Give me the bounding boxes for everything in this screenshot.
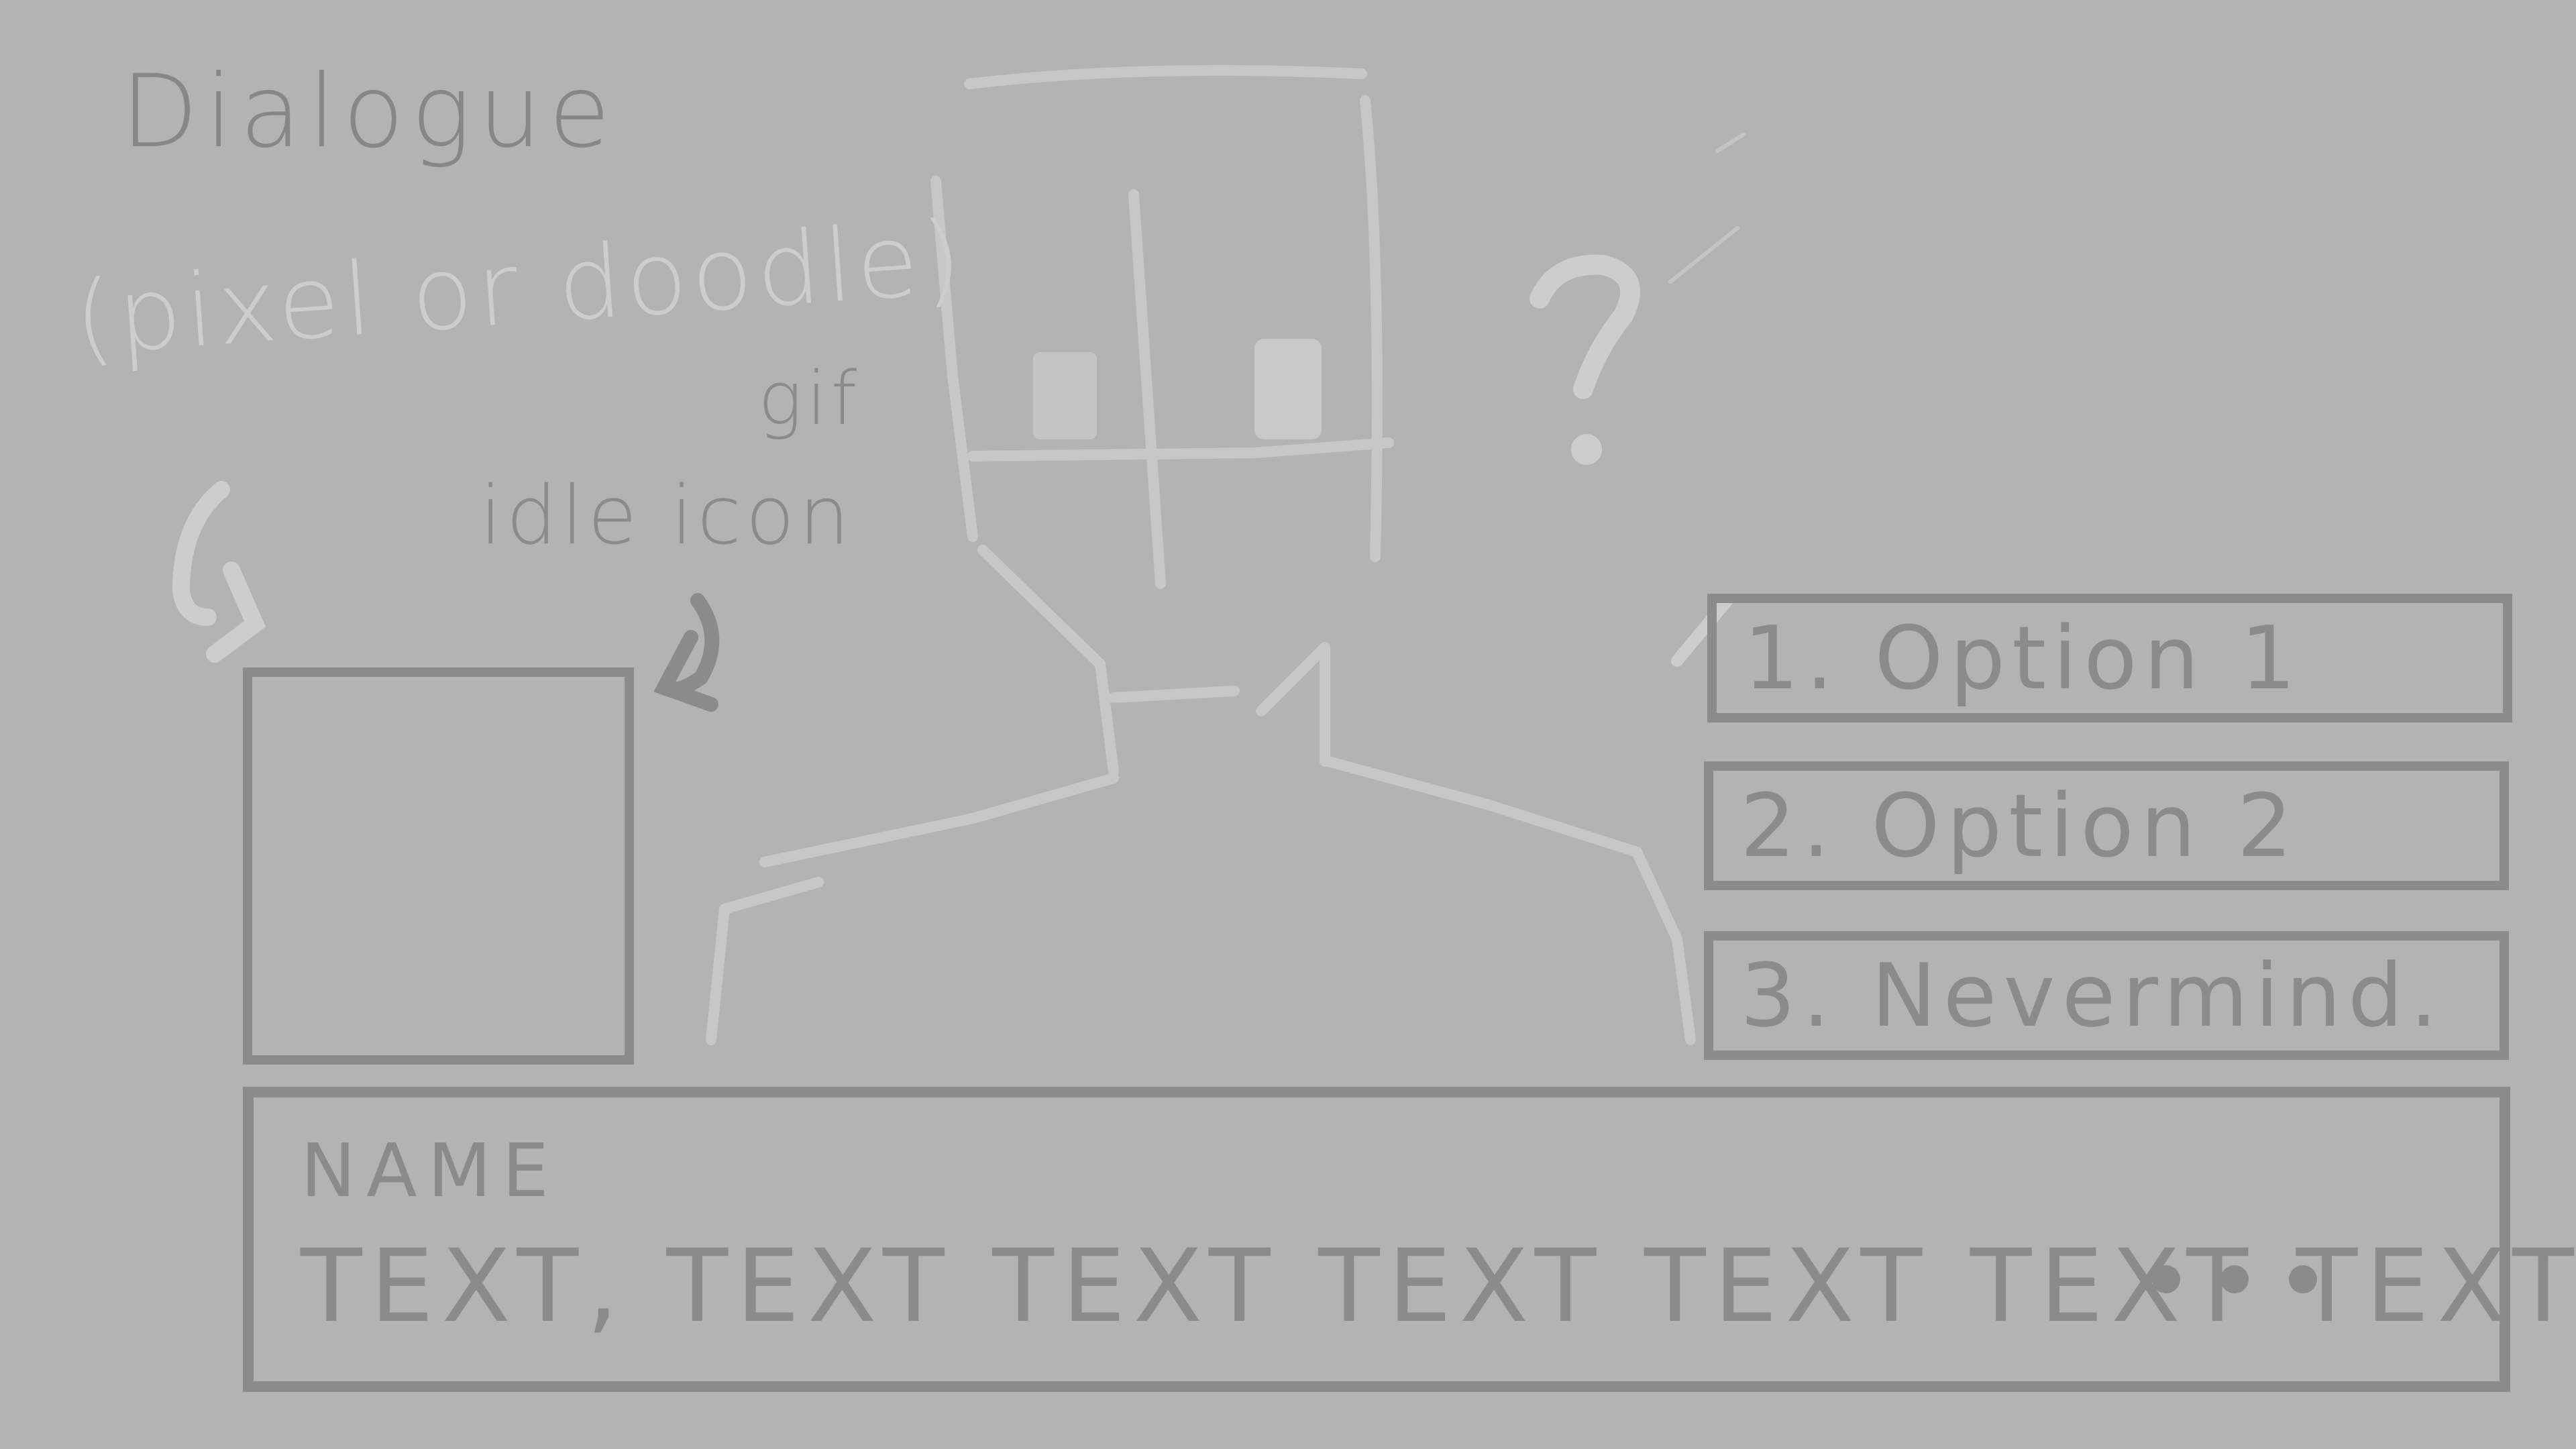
dialogue-option-3[interactable]: 3. Nevermind. [1704, 931, 2509, 1060]
speaker-name: NAME [301, 1128, 559, 1214]
page-title: Dialogue [121, 54, 617, 170]
left-eye-sketch [1033, 352, 1097, 439]
portrait-sketch [706, 65, 1696, 1045]
ellipsis-dot [2289, 1265, 2317, 1293]
dialogue-text: TEXT, TEXT TEXT TEXT TEXT TEXT TEXT [301, 1228, 2576, 1345]
dialogue-option-2[interactable]: 2. Option 2 [1704, 761, 2509, 890]
idle-icon-frame [243, 667, 634, 1065]
dialogue-box[interactable]: NAME TEXT, TEXT TEXT TEXT TEXT TEXT TEXT [243, 1087, 2574, 1392]
gif-note: gif [758, 356, 861, 441]
ellipsis-dot [2220, 1265, 2249, 1293]
question-mark-icon [1529, 254, 1640, 465]
ellipsis-dot [2152, 1265, 2180, 1293]
continue-ellipsis-icon[interactable] [2152, 1265, 2317, 1293]
right-eye-sketch [1254, 339, 1322, 439]
hook-arrow-icon [653, 593, 720, 712]
option-notch-sketch [1671, 594, 1733, 667]
curved-arrow-icon [172, 481, 266, 663]
idle-icon-note: idle icon [480, 470, 854, 563]
dialogue-option-1[interactable]: 1. Option 1 [1707, 594, 2512, 722]
bubble-tail-sketch [1668, 132, 1746, 284]
